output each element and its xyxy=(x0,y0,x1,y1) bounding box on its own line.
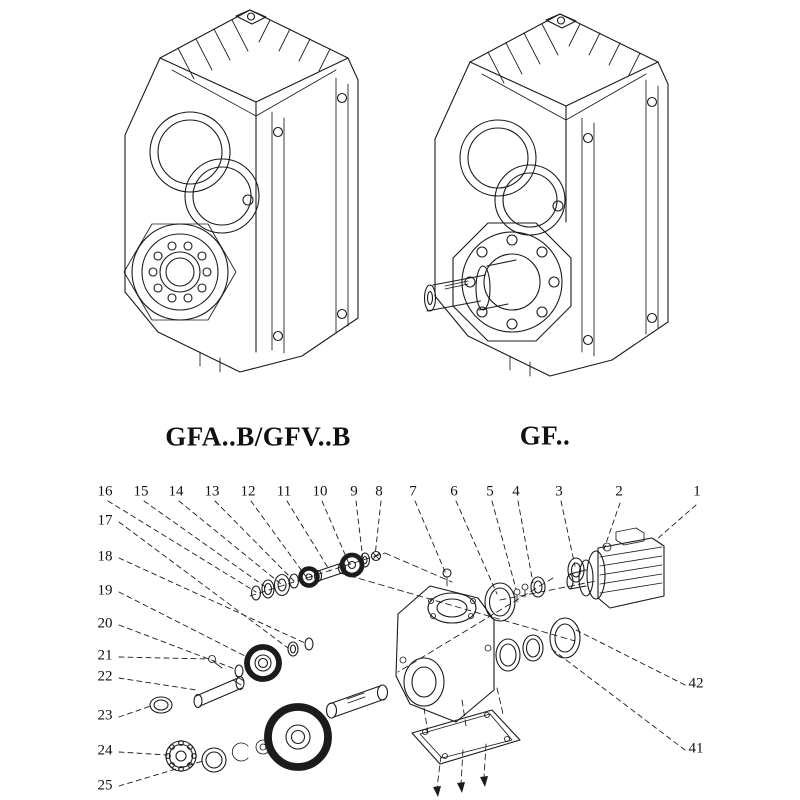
gearbox-right-drawing xyxy=(423,13,669,377)
callout-number-23: 23 xyxy=(97,707,113,724)
flange-bolt-holes xyxy=(464,234,560,330)
callout-number-15: 15 xyxy=(133,483,149,500)
callout-number-17: 17 xyxy=(97,512,113,529)
model-label-gfab-gfvb: GFA..B/GFV..B xyxy=(165,421,351,452)
motor xyxy=(566,527,665,609)
callout-number-21: 21 xyxy=(97,647,113,664)
callout-number-5: 5 xyxy=(486,483,494,500)
leader-lines xyxy=(107,500,697,787)
callout-number-11: 11 xyxy=(276,483,292,500)
callout-number-25: 25 xyxy=(97,777,113,794)
model-label-gf: GF.. xyxy=(519,420,571,451)
callout-number-16: 16 xyxy=(97,483,113,500)
callout-number-20: 20 xyxy=(97,615,113,632)
gearbox-left-drawing xyxy=(123,9,359,373)
intermediate-gear-parts xyxy=(149,637,314,714)
callout-number-4: 4 xyxy=(512,483,520,500)
output-shaft-parts xyxy=(325,684,389,719)
callout-number-3: 3 xyxy=(555,483,563,500)
callout-number-18: 18 xyxy=(97,548,113,565)
callout-number-8: 8 xyxy=(375,483,383,500)
callout-number-9: 9 xyxy=(350,483,358,500)
exploded-view-drawing xyxy=(107,500,697,797)
assembly-arrows xyxy=(433,743,488,797)
callout-number-22: 22 xyxy=(97,668,113,685)
output-rings xyxy=(495,617,581,672)
callout-number-13: 13 xyxy=(204,483,220,500)
large-gear xyxy=(264,703,332,771)
input-shaft-parts xyxy=(250,550,382,601)
bearing-parts xyxy=(165,739,271,773)
callout-number-19: 19 xyxy=(97,582,113,599)
callout-number-10: 10 xyxy=(312,483,328,500)
callout-number-7: 7 xyxy=(409,483,417,500)
callout-number-6: 6 xyxy=(450,483,458,500)
construction-lines xyxy=(249,552,597,734)
bearing-ball-ring xyxy=(148,241,212,303)
callout-number-42: 42 xyxy=(688,675,704,692)
output-shaft xyxy=(423,259,517,312)
callout-number-12: 12 xyxy=(240,483,256,500)
callout-number-2: 2 xyxy=(615,483,623,500)
callout-number-24: 24 xyxy=(97,742,113,759)
callout-number-1: 1 xyxy=(693,483,701,500)
gasket-and-bearing-parts xyxy=(484,557,585,622)
callout-number-14: 14 xyxy=(168,483,184,500)
callout-number-41: 41 xyxy=(688,740,704,757)
mounting-plate xyxy=(411,709,521,765)
housing xyxy=(395,568,495,723)
